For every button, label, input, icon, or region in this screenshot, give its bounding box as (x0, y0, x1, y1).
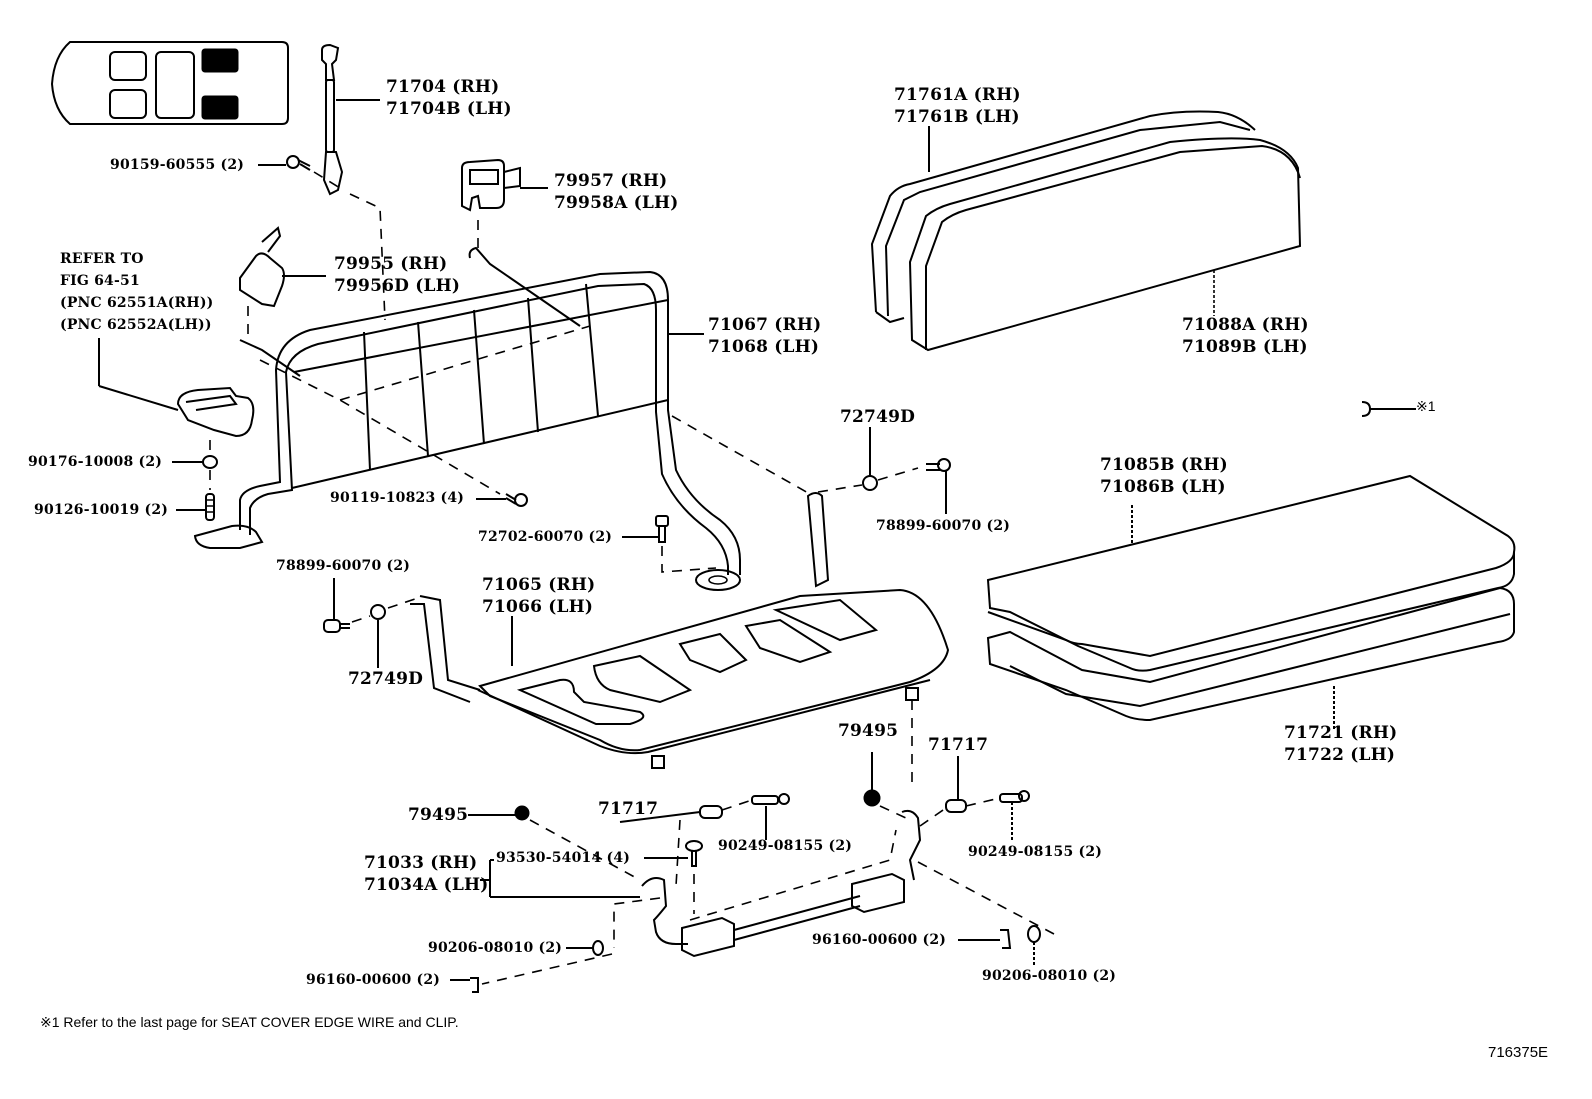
callout-back-pad-lh[interactable]: 71089B (LH) (1182, 337, 1308, 357)
spring-icon (863, 789, 881, 807)
callout-cushion-pad-rh[interactable]: 71721 (RH) (1284, 723, 1398, 743)
callout-cushion-cover-lh[interactable]: 71086B (LH) (1100, 477, 1226, 497)
bolt-icon (505, 493, 528, 507)
callout-bushing-72749d-top[interactable]: 72749D (840, 407, 916, 427)
bracket-cover-part (176, 386, 255, 438)
callout-stud-90126[interactable]: 90126-10019 (2) (34, 502, 169, 518)
refer-note-line-3[interactable]: (PNC 62551A(RH)) (60, 295, 214, 311)
callout-back-pad-rh[interactable]: 71088A (RH) (1182, 315, 1309, 335)
screw-icon (685, 840, 703, 867)
callout-bolt-72702[interactable]: 72702-60070 (2) (478, 529, 613, 545)
callout-back-frame-lh[interactable]: 71068 (LH) (708, 337, 820, 357)
callout-pin-90249-right[interactable]: 90249-08155 (2) (968, 844, 1103, 860)
cushion-frame-part (410, 492, 950, 769)
clip-icon (1361, 401, 1372, 417)
bolt-icon (323, 619, 350, 633)
callout-bolt-90119[interactable]: 90119-10823 (4) (330, 490, 465, 506)
pin-icon (999, 790, 1030, 803)
callout-cushion-frame-lh[interactable]: 71066 (LH) (482, 597, 594, 617)
figure-id: 716375E (1488, 1044, 1549, 1061)
callout-cover-79955-rh[interactable]: 79955 (RH) (334, 254, 448, 274)
pin-icon (751, 793, 790, 805)
seat-back-frame-part (193, 246, 741, 591)
vehicle-locator-icon (50, 41, 289, 125)
callout-bolt-78899-left[interactable]: 78899-60070 (2) (276, 558, 411, 574)
callout-cover-79958a-lh[interactable]: 79958A (LH) (554, 193, 679, 213)
callout-washer-90206-right[interactable]: 90206-08010 (2) (982, 968, 1117, 984)
callout-back-cover-rh[interactable]: 71761A (RH) (894, 85, 1021, 105)
washer-icon (592, 940, 604, 956)
bolt-icon (926, 458, 951, 472)
callout-belt-anchor-rh[interactable]: 71704 (RH) (386, 77, 500, 97)
callout-bushing-72749d-left[interactable]: 72749D (348, 669, 424, 689)
refer-note-line-1: REFER TO (60, 251, 144, 267)
collar-icon (699, 805, 723, 819)
seat-back-cover-part (870, 110, 1256, 324)
callout-cover-79956d-lh[interactable]: 79956D (LH) (334, 276, 461, 296)
callout-clip-96160-right[interactable]: 96160-00600 (2) (812, 932, 947, 948)
collar-icon (945, 799, 967, 813)
refer-note-line-4[interactable]: (PNC 62552A(LH)) (60, 317, 212, 333)
seat-cushion-pad-part (986, 586, 1515, 722)
callout-bolt-90159[interactable]: 90159-60555 (2) (110, 157, 245, 173)
clip-reference-mark: ※1 (1416, 398, 1436, 414)
callout-leg-rh[interactable]: 71033 (RH) (364, 853, 478, 873)
stud-icon (205, 493, 215, 521)
callout-collar-71717-right[interactable]: 71717 (928, 735, 989, 755)
bolt-icon (286, 155, 311, 171)
bushing-icon (862, 475, 878, 491)
callout-belt-anchor-lh[interactable]: 71704B (LH) (386, 99, 512, 119)
seat-leg-part (641, 809, 922, 958)
refer-note-line-2[interactable]: FIG 64-51 (60, 273, 140, 289)
bushing-icon (370, 604, 386, 620)
callout-cushion-pad-lh[interactable]: 71722 (LH) (1284, 745, 1396, 765)
clip-icon (470, 977, 479, 993)
callout-bolt-78899-right[interactable]: 78899-60070 (2) (876, 518, 1011, 534)
callout-spring-79495-left[interactable]: 79495 (408, 805, 469, 825)
callout-screw-93530[interactable]: 93530-54014 (4) (496, 850, 631, 866)
nut-icon (202, 455, 218, 469)
seat-back-pad-part (908, 137, 1302, 352)
belt-anchor-part (321, 43, 344, 196)
callout-collar-71717-left[interactable]: 71717 (598, 799, 659, 819)
callout-back-frame-rh[interactable]: 71067 (RH) (708, 315, 822, 335)
cover-79955-part (239, 226, 285, 308)
callout-pin-90249-left[interactable]: 90249-08155 (2) (718, 838, 853, 854)
callout-clip-96160-left[interactable]: 96160-00600 (2) (306, 972, 441, 988)
callout-spring-79495-right[interactable]: 79495 (838, 721, 899, 741)
spring-icon (514, 805, 530, 821)
clip-icon (1000, 929, 1012, 949)
seat-cushion-cover-part (986, 474, 1516, 672)
callout-cushion-cover-rh[interactable]: 71085B (RH) (1100, 455, 1228, 475)
footnote: ※1 Refer to the last page for SEAT COVER… (40, 1014, 459, 1030)
flange-bolt-icon (655, 515, 669, 543)
cover-79957-part (461, 158, 521, 212)
callout-cover-79957-rh[interactable]: 79957 (RH) (554, 171, 668, 191)
callout-cushion-frame-rh[interactable]: 71065 (RH) (482, 575, 596, 595)
callout-leg-lh[interactable]: 71034A (LH) (364, 875, 489, 895)
washer-icon (1027, 925, 1041, 943)
callout-washer-90206-left[interactable]: 90206-08010 (2) (428, 940, 563, 956)
callout-nut-90176[interactable]: 90176-10008 (2) (28, 454, 163, 470)
callout-back-cover-lh[interactable]: 71761B (LH) (894, 107, 1020, 127)
